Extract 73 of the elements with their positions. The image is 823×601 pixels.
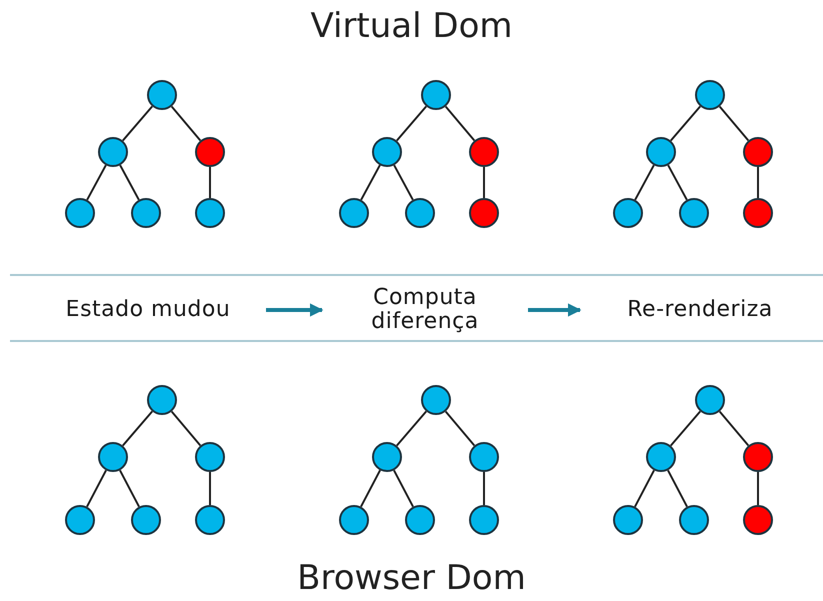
tree-edge [634, 470, 655, 508]
tree-edge [670, 410, 701, 446]
tree-node-circle [469, 505, 499, 535]
tree-node-circle [131, 198, 161, 228]
tree-edge [670, 106, 701, 142]
tree-edge [122, 410, 153, 446]
tree-node-circle [65, 198, 95, 228]
tree-edge [718, 410, 750, 446]
tree-edge [119, 164, 140, 200]
arrow [266, 303, 324, 317]
tree-edge [170, 106, 202, 142]
tree-node-circle [695, 385, 725, 415]
tree-node-circle [421, 385, 451, 415]
tree-edge [757, 167, 759, 198]
tree-node-circle [147, 385, 177, 415]
tree-node-circle [613, 505, 643, 535]
tree-node-circle [646, 442, 676, 472]
tree-node-circle [469, 137, 499, 167]
step-label: Estado mudou [66, 298, 230, 322]
tree-node-circle [372, 442, 402, 472]
tree-edge [393, 164, 414, 200]
step-label: Re-renderiza [627, 298, 773, 322]
arrow [528, 303, 582, 317]
tree-edge [667, 164, 688, 200]
tree-edge [86, 470, 107, 508]
tree-edge [483, 472, 485, 505]
tree-node-circle [679, 505, 709, 535]
tree-node-circle [339, 505, 369, 535]
tree-node-circle [372, 137, 402, 167]
tree-node-circle [339, 198, 369, 228]
tree-node-circle [195, 198, 225, 228]
tree-edge [360, 164, 381, 200]
tree-node-circle [147, 80, 177, 110]
tree-edge [170, 410, 202, 446]
tree-node-circle [98, 137, 128, 167]
tree-node-circle [405, 198, 435, 228]
tree-node-circle [695, 80, 725, 110]
tree-edge [119, 470, 140, 508]
tree-edge [86, 164, 107, 200]
tree-node-circle [679, 198, 709, 228]
tree-edge [209, 472, 211, 505]
tree-edge [444, 106, 476, 142]
tree-edge [396, 410, 427, 446]
tree-node-circle [131, 505, 161, 535]
tree-node-circle [613, 198, 643, 228]
tree-node-circle [195, 137, 225, 167]
tree-node-circle [743, 505, 773, 535]
tree-node-circle [743, 137, 773, 167]
tree-node-circle [405, 505, 435, 535]
tree-edge [667, 470, 688, 508]
step-label: Computa diferença [370, 286, 480, 334]
tree-edge [396, 106, 427, 142]
tree-node-circle [469, 442, 499, 472]
tree-node-circle [195, 505, 225, 535]
tree-edge [360, 470, 381, 508]
tree-edge [483, 167, 485, 198]
tree-edge [634, 164, 655, 200]
tree-edge [757, 472, 759, 505]
tree-edge [718, 106, 750, 142]
tree-node-circle [743, 198, 773, 228]
caption: Browser Dom [297, 558, 526, 598]
tree-node-circle [98, 442, 128, 472]
tree-node-circle [646, 137, 676, 167]
tree-node-circle [195, 442, 225, 472]
title: Virtual Dom [310, 6, 512, 46]
tree-node-circle [65, 505, 95, 535]
tree-edge [122, 106, 153, 142]
tree-node-circle [469, 198, 499, 228]
tree-edge [393, 470, 414, 508]
tree-edge [444, 410, 476, 446]
tree-node-circle [743, 442, 773, 472]
tree-node-circle [421, 80, 451, 110]
tree-edge [209, 167, 211, 198]
